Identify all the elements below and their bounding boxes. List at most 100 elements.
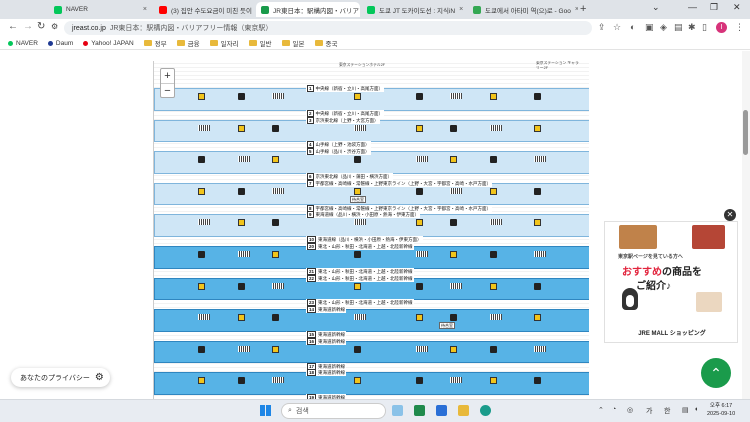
- tab-jreast[interactable]: JR東日本：駅構内図・バリアフリー ×: [256, 2, 360, 17]
- extension-icon[interactable]: ▣: [645, 22, 654, 32]
- privacy-button[interactable]: あなたのプライバシー ⚙: [11, 368, 110, 387]
- ime-indicator[interactable]: 가: [646, 408, 653, 415]
- bookmark-yahoo[interactable]: Yahoo! JAPAN: [83, 40, 134, 47]
- sidepanel-icon[interactable]: ▯: [702, 22, 707, 32]
- platform-destination: 東北・山形・秋田・北海道・上越・北陸新幹線: [318, 275, 413, 281]
- elevator-icon: [490, 187, 497, 195]
- volume-icon[interactable]: ◖: [694, 406, 699, 413]
- menu-icon[interactable]: ⋮: [735, 22, 744, 32]
- file-explorer-icon[interactable]: [458, 405, 469, 416]
- share-icon[interactable]: ⇪: [598, 22, 606, 32]
- ad-close-button[interactable]: ✕: [724, 209, 736, 221]
- tray-app-icon[interactable]: ◔: [612, 406, 617, 413]
- back-icon[interactable]: ←: [8, 21, 18, 32]
- app-icon[interactable]: [414, 405, 425, 416]
- bookmark-folder-general[interactable]: 일반: [248, 38, 272, 48]
- tab-youtube[interactable]: (3) 집안 수도요금이 미친 듯이 ×: [154, 2, 254, 17]
- bookmark-folder-government[interactable]: 정부: [143, 38, 167, 48]
- bookmark-folder-finance[interactable]: 금융: [176, 38, 200, 48]
- extension-icon[interactable]: ◈: [660, 22, 667, 32]
- extension-icon[interactable]: ▤: [674, 22, 683, 32]
- maximize-icon[interactable]: ❐: [710, 2, 719, 12]
- tune-icon[interactable]: ⚙: [51, 22, 59, 31]
- bookmark-folder-jobs[interactable]: 일자리: [209, 38, 239, 48]
- bento-image: [692, 225, 725, 249]
- escalator-icon: [450, 124, 457, 132]
- app-icon[interactable]: [436, 405, 447, 416]
- scroll-to-top-button[interactable]: ⌃: [701, 358, 731, 388]
- tab-google-maps[interactable]: 도쿄에서 아타미 역(으)로 - Goo ×: [468, 2, 578, 17]
- bookmark-daum[interactable]: Daum: [47, 40, 73, 47]
- new-tab-button[interactable]: +: [580, 3, 587, 15]
- tray-chevron-icon[interactable]: ⌃: [598, 407, 604, 414]
- profile-avatar[interactable]: I: [716, 22, 727, 33]
- extensions-puzzle-icon[interactable]: ✱: [688, 22, 696, 32]
- platform-number: 19: [307, 394, 317, 399]
- search-placeholder: 검색: [295, 408, 309, 415]
- windows-start-icon[interactable]: [260, 405, 271, 416]
- escalator-icon: [416, 282, 423, 290]
- zoom-in-button[interactable]: +: [164, 70, 171, 82]
- platform-destination: 山手線（品川・渋谷方面）: [315, 149, 370, 155]
- zoom-out-button[interactable]: −: [161, 83, 174, 97]
- elevator-icon: [534, 124, 541, 132]
- minimize-icon[interactable]: —: [688, 2, 697, 12]
- tab-search-icon[interactable]: ⌄: [652, 2, 660, 12]
- tray-app-icon[interactable]: ◎: [627, 407, 634, 414]
- platform-number: 3: [307, 116, 314, 124]
- language-indicator[interactable]: 한: [664, 408, 671, 415]
- taskbar-clock[interactable]: 오후 6:17 2025-09-10: [707, 403, 736, 417]
- bookmark-folder-china[interactable]: 중국: [314, 38, 337, 48]
- search-icon: ⌕: [288, 407, 292, 414]
- edge-browser-icon[interactable]: [480, 405, 491, 416]
- widgets-icon[interactable]: [392, 405, 403, 416]
- reload-icon[interactable]: ↻: [37, 21, 46, 32]
- stairs-icon: [272, 282, 284, 289]
- page-scrollbar[interactable]: [742, 51, 750, 399]
- elevator-icon: [238, 124, 245, 132]
- bookmark-star-icon[interactable]: ☆: [613, 22, 622, 32]
- close-icon[interactable]: ×: [574, 6, 578, 13]
- close-icon[interactable]: ×: [252, 6, 254, 13]
- folder-icon: [248, 40, 257, 46]
- tab-kin[interactable]: 도쿄 JT 도카이도선 : 지식iN ×: [362, 2, 466, 17]
- bookmark-naver[interactable]: NAVER: [8, 40, 38, 47]
- ad-banner[interactable]: 東京駅ページを見ている方へ おすすめの商品を ご紹介♪ JRE MALL ショッ…: [604, 221, 738, 343]
- bookmark-folder-japan[interactable]: 일본: [281, 38, 305, 48]
- elevator-icon: [450, 251, 457, 258]
- elevator-icon: [490, 93, 497, 100]
- extension-icon[interactable]: ◐: [630, 22, 636, 32]
- scrollbar-thumb[interactable]: [743, 110, 748, 155]
- platform-island: [154, 340, 589, 364]
- taskbar-search[interactable]: ⌕ 검색: [281, 403, 386, 419]
- close-icon[interactable]: ×: [142, 6, 147, 13]
- close-icon[interactable]: ×: [459, 6, 464, 13]
- forward-icon[interactable]: →: [23, 21, 33, 32]
- address-bar[interactable]: jreast.co.jp JR東日本：駅構内図・バリアフリー情報（東京駅）: [64, 21, 592, 35]
- network-icon[interactable]: ▤: [682, 407, 689, 414]
- windows-taskbar: ⌕ 검색 ⌃ ◔ ◎ 가 한 ▤ ◖ 오후 6:17 2025-09-10: [0, 399, 750, 422]
- tab-naver[interactable]: NAVER ×: [49, 2, 152, 17]
- close-window-icon[interactable]: ✕: [733, 2, 741, 12]
